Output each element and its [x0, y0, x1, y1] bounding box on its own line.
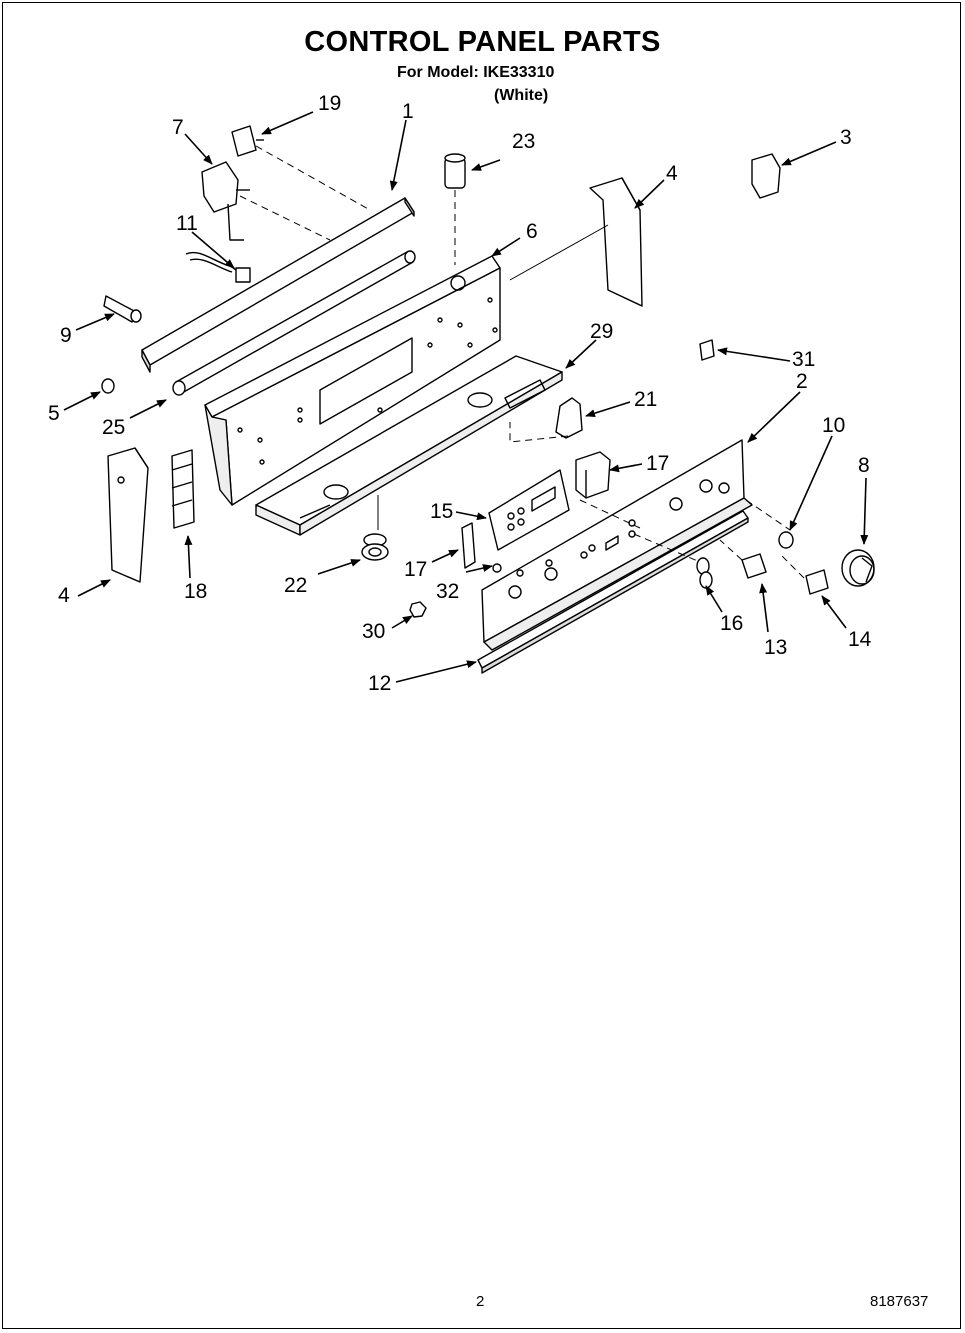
part-bracket-21 [555, 397, 583, 439]
callout-32: 32 [436, 580, 459, 603]
part-clip-31 [699, 339, 715, 361]
callout-17-lower: 17 [404, 558, 427, 581]
callout-4-right: 4 [666, 162, 678, 185]
callout-6: 6 [526, 220, 538, 243]
part-screw-32 [492, 563, 502, 573]
callout-18: 18 [184, 580, 207, 603]
callout-9: 9 [60, 324, 72, 347]
page-title: CONTROL PANEL PARTS [304, 26, 661, 58]
callout-29: 29 [590, 320, 613, 343]
callout-10: 10 [822, 414, 845, 437]
callout-3: 3 [840, 126, 852, 149]
document-number: 8187637 [870, 1293, 929, 1310]
callout-25: 25 [102, 416, 125, 439]
part-console-panel [204, 255, 501, 506]
part-lower-shield [255, 355, 563, 536]
part-end-cap-left [107, 447, 149, 583]
callout-5: 5 [48, 402, 60, 425]
callout-4-left: 4 [58, 584, 70, 607]
part-infinite-switch [201, 161, 250, 241]
part-end-cap-right [589, 177, 643, 307]
assembly-guide-lines [239, 145, 805, 579]
part-knob-insert [778, 531, 794, 549]
part-knob [841, 549, 875, 587]
part-bracket-upper [575, 451, 611, 499]
callout-14: 14 [848, 628, 872, 651]
leader-lines [377, 224, 609, 530]
callout-30: 30 [362, 620, 385, 643]
part-control-panel-face [481, 439, 753, 651]
callout-23: 23 [512, 130, 535, 153]
part-rocker-switch [741, 553, 767, 579]
part-capacitor [444, 153, 466, 189]
callout-arrows [63, 111, 869, 683]
callout-1: 1 [402, 100, 414, 123]
part-grommet [361, 533, 389, 561]
part-fluorescent-tube [172, 250, 416, 396]
callout-21: 21 [634, 388, 657, 411]
callout-13: 13 [764, 636, 787, 659]
part-switch-19 [231, 125, 264, 157]
callout-2: 2 [796, 370, 808, 393]
callout-labels: 19 1 7 3 23 4 11 6 9 29 31 2 5 25 21 10 … [48, 92, 872, 695]
callout-8: 8 [858, 454, 870, 477]
callout-12: 12 [368, 672, 391, 695]
part-fuse-holder [103, 295, 142, 323]
part-connector-block [171, 449, 195, 529]
part-control-board [488, 469, 570, 551]
part-wire-harness [185, 251, 251, 283]
callout-7: 7 [172, 116, 184, 139]
callout-15: 15 [430, 500, 453, 523]
part-bracket-lower [461, 522, 476, 569]
callout-17-upper: 17 [646, 452, 669, 475]
callout-11: 11 [176, 212, 198, 235]
callout-16: 16 [720, 612, 743, 635]
part-trim-bar [477, 510, 749, 674]
color-line: (White) [494, 87, 549, 104]
part-trim-strip [141, 197, 415, 373]
part-knob-posts [696, 557, 713, 589]
callout-19: 19 [318, 92, 341, 115]
model-line: For Model: IKE33310 [397, 64, 555, 81]
callout-22: 22 [284, 574, 307, 597]
part-nut-30 [409, 601, 427, 618]
part-terminal-block [805, 569, 829, 595]
callout-31: 31 [792, 348, 815, 371]
part-lamp-5 [101, 378, 115, 394]
part-relay [751, 153, 781, 199]
page-number: 2 [476, 1293, 485, 1310]
